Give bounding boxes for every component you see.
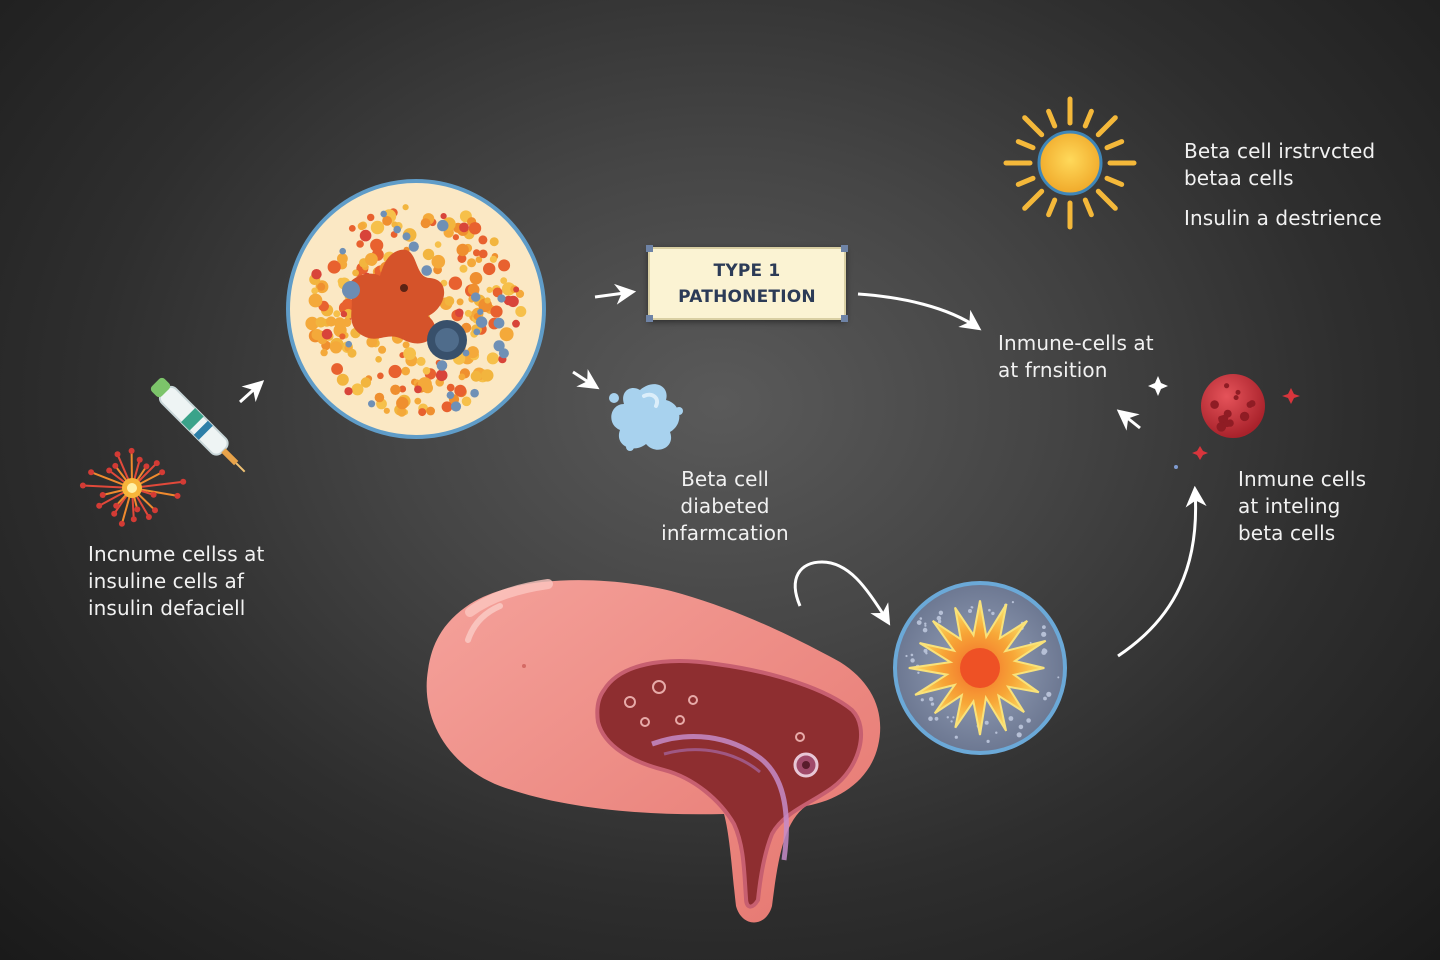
pancreatic-islet	[286, 179, 546, 439]
arrow-title-to-transition	[857, 292, 982, 331]
label-top-right-line-3: Insulin a destrience	[1184, 206, 1382, 230]
arrow-syringe-to-islet	[238, 380, 265, 404]
arrow-to-transition	[1116, 409, 1141, 431]
label-left-line-1: Incnume cellss at	[88, 542, 265, 566]
sun-icon	[1003, 96, 1137, 230]
label-center-line-2: diabeted	[680, 494, 770, 518]
pancreas-illustration	[426, 579, 881, 923]
syringe-icon	[150, 377, 246, 473]
immune-cell-icon	[1174, 374, 1300, 469]
damaged-beta-cell	[347, 249, 445, 344]
arrow-islet-to-title	[594, 283, 637, 305]
label-left-line-3: insulin defaciell	[88, 596, 246, 620]
arrow-to-burst-cell	[793, 560, 891, 626]
inflamed-beta-cell	[893, 581, 1067, 755]
arrow-islet-to-blob	[572, 369, 600, 390]
label-left: Incnume cellss at insuline cells af insu…	[88, 541, 264, 622]
label-right-middle: Inmune-cells at at frnsition	[998, 330, 1154, 384]
label-right-middle-line-1: Inmune-cells at	[998, 331, 1154, 355]
label-center-line-1: Beta cell	[681, 467, 769, 491]
label-right-lower-line-3: beta cells	[1238, 521, 1336, 545]
label-top-right-line-1: Beta cell irstrvcted	[1184, 139, 1376, 163]
label-center-line-3: infarmcation	[661, 521, 789, 545]
arrow-burst-to-immune	[1117, 485, 1207, 658]
label-top-right-line-2: betaa cells	[1184, 166, 1294, 190]
pancreatic-duct	[595, 659, 864, 909]
explosion-icon	[79, 447, 187, 527]
label-right-lower-line-1: Inmune cells	[1238, 467, 1367, 491]
antibody-blob-icon	[609, 384, 683, 451]
label-center: Beta cell diabeted infarmcation	[600, 466, 850, 547]
title-box: TYPE 1 PATHONETION	[646, 245, 848, 322]
label-right-middle-line-2: at frnsition	[998, 358, 1108, 382]
title-line-2: PATHONETION	[678, 286, 816, 307]
label-top-right: Beta cell irstrvcted betaa cells Insulin…	[1184, 138, 1382, 232]
label-right-lower: Inmune cells at inteling beta cells	[1238, 466, 1366, 547]
title-line-1: TYPE 1	[713, 260, 781, 281]
label-left-line-2: insuline cells af	[88, 569, 244, 593]
label-right-lower-line-2: at inteling	[1238, 494, 1341, 518]
sparkle-icon	[1148, 376, 1168, 396]
